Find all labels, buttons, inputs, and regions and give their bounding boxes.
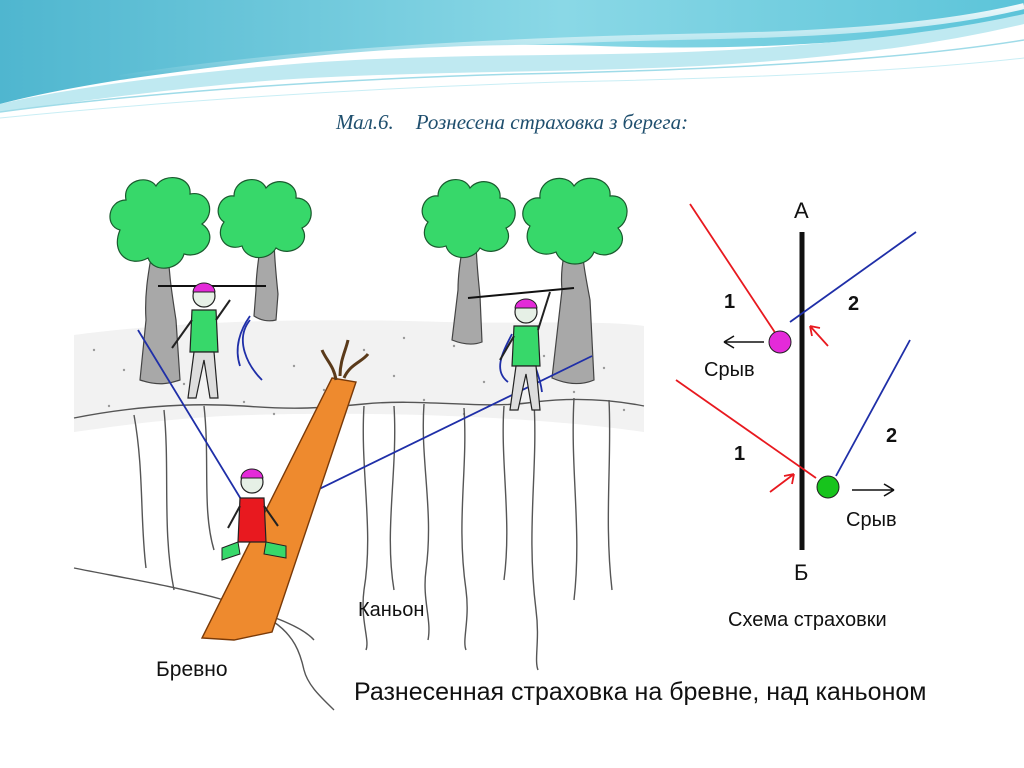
scheme-point-a: А	[794, 198, 809, 223]
canyon-walls	[73, 397, 645, 711]
lower-rope-red	[675, 379, 817, 479]
canyon-label: Каньон	[358, 599, 424, 621]
belayer-left	[171, 282, 231, 399]
lower-fall-label: Срыв	[846, 509, 897, 531]
upper-fall-arrow	[723, 335, 764, 349]
log	[200, 339, 370, 641]
slide-title: Мал.6. Рознесена страховка з берега:	[0, 110, 1024, 135]
lower-left-rope-number: 1	[734, 443, 745, 465]
upper-right-rope-number: 2	[848, 293, 859, 315]
lower-impact-arrow	[769, 473, 795, 493]
upper-impact-arrow	[809, 325, 829, 347]
lower-climber-dot	[816, 475, 840, 499]
figure-panel: Бревно Каньон Разнесенная страховка на б…	[64, 170, 960, 742]
lower-rope-blue	[835, 339, 911, 477]
scheme-caption: Схема страховки	[728, 609, 887, 631]
tree-right-2	[522, 177, 628, 385]
scheme-point-b: Б	[794, 560, 808, 585]
belay-illustration: Бревно Каньон Разнесенная страховка на б…	[73, 177, 926, 711]
upper-climber-dot	[768, 330, 792, 354]
tree-anchor-ropes	[158, 285, 575, 299]
header-wave-decoration	[0, 0, 1024, 119]
upper-rope-blue	[789, 231, 917, 323]
upper-fall-label: Срыв	[704, 359, 755, 381]
climber-on-log	[221, 468, 287, 561]
log-label: Бревно	[156, 658, 228, 681]
lower-fall-arrow	[852, 483, 895, 497]
tree-right-1	[421, 179, 516, 345]
belayer-right	[499, 291, 551, 411]
upper-rope-red	[689, 203, 777, 335]
lower-right-rope-number: 2	[886, 425, 897, 447]
tree-left-1	[109, 177, 211, 385]
figure-title: Рознесена страховка з берега:	[415, 110, 689, 134]
figure-number: Мал.6.	[335, 110, 394, 134]
tree-left-2	[217, 179, 312, 322]
belay-scheme: А Б 1 2 Срыв 1 2 Срыв Схема страховки	[675, 198, 917, 631]
upper-left-rope-number: 1	[724, 291, 735, 313]
illustration-caption: Разнесенная страховка на бревне, над кан…	[354, 678, 926, 706]
